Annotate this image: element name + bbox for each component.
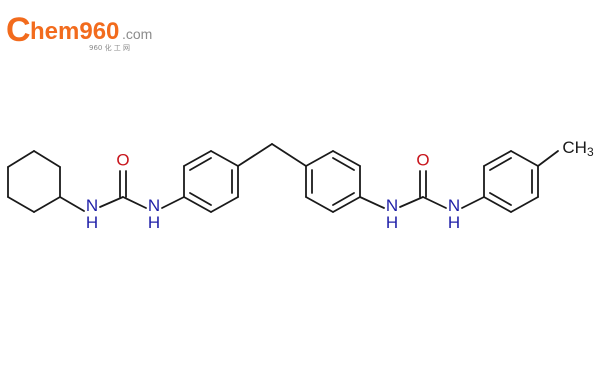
bond	[7, 150, 35, 168]
bond	[332, 150, 361, 167]
cyclohexyl-ring	[7, 150, 61, 213]
left-benzene-ring	[183, 150, 239, 213]
methylene-bridge	[237, 143, 307, 167]
chem960-logo: C hem960 .com 960 化 工 网	[6, 11, 152, 52]
bond	[359, 196, 385, 209]
bond	[7, 196, 35, 213]
right-urea	[359, 170, 485, 209]
bond	[510, 150, 539, 167]
bond	[332, 192, 355, 206]
bond	[210, 150, 239, 167]
bond	[483, 150, 512, 167]
bond	[510, 196, 539, 213]
atom-methyl: CH3	[562, 138, 594, 160]
bond	[189, 157, 212, 171]
right-benzene-ring	[305, 150, 361, 213]
atom-o: O	[416, 151, 429, 170]
bond	[237, 143, 273, 167]
logo-letter-c: C	[6, 11, 31, 49]
left-urea	[59, 170, 185, 212]
bond	[122, 196, 147, 209]
bond	[489, 157, 512, 171]
bond	[33, 150, 61, 168]
bond	[33, 196, 61, 213]
bond	[183, 196, 212, 213]
bond	[422, 196, 447, 209]
bond	[537, 150, 559, 167]
logo-suffix: .com	[122, 26, 152, 42]
bond	[210, 196, 239, 213]
bond	[461, 196, 485, 209]
bond	[489, 192, 512, 206]
bond	[183, 150, 212, 167]
bond	[332, 157, 355, 171]
bond	[189, 192, 212, 206]
bond	[399, 196, 424, 208]
bond	[305, 196, 334, 213]
bond	[305, 150, 334, 167]
logo-brand: hem960	[30, 18, 119, 45]
atom-o: O	[116, 151, 129, 170]
tolyl-ring	[483, 150, 559, 213]
bond	[59, 196, 85, 212]
bond	[161, 196, 185, 209]
bond	[332, 196, 361, 213]
logo-subtitle: 960 化 工 网	[89, 43, 130, 52]
bond	[483, 196, 512, 213]
bond	[99, 196, 124, 208]
bond	[271, 143, 307, 167]
